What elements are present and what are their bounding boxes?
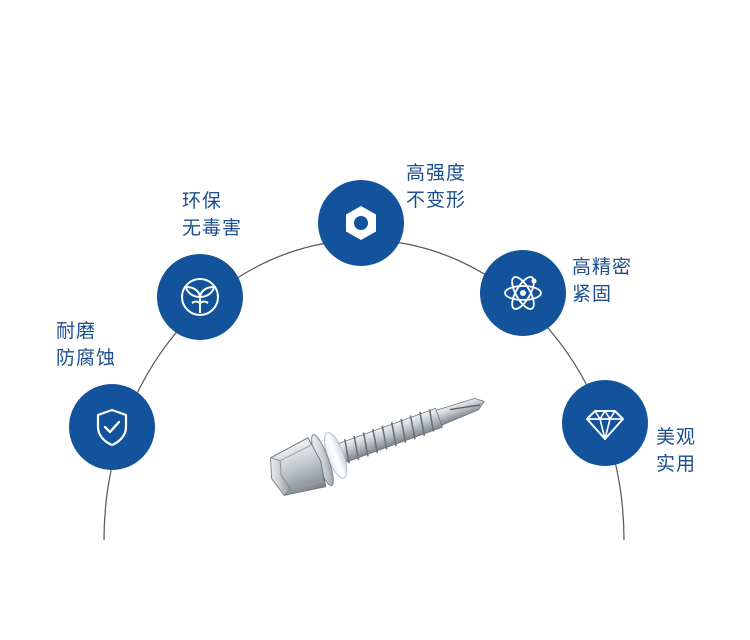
- feature-strength-circle: [318, 180, 404, 266]
- screw-product-image: [270, 397, 485, 496]
- feature-precision-label: 高精密 紧固: [572, 254, 632, 308]
- hex-nut-icon: [346, 206, 376, 240]
- feature-precision-circle: [480, 250, 566, 336]
- feature-eco-circle: [157, 254, 243, 340]
- feature-strength-line2: 不变形: [406, 189, 467, 211]
- feature-corrosion-circle: [69, 384, 155, 470]
- feature-corrosion-line1: 耐磨: [56, 320, 97, 342]
- feature-beauty-circle: [562, 380, 648, 466]
- feature-beauty-label: 美观 实用: [656, 424, 696, 478]
- shield-check-icon: [96, 408, 128, 447]
- feature-strength-label: 高强度 不变形: [406, 160, 466, 214]
- feature-eco-label: 环保 无毒害: [182, 188, 242, 242]
- diamond-icon: [586, 410, 624, 440]
- feature-strength-line1: 高强度: [406, 162, 467, 184]
- feature-corrosion-line2: 防腐蚀: [56, 347, 117, 369]
- atom-icon: [504, 276, 542, 310]
- feature-precision-line1: 高精密: [572, 256, 633, 278]
- leaf-sprout-icon: [181, 278, 219, 316]
- feature-eco-line2: 无毒害: [182, 217, 243, 239]
- feature-corrosion-label: 耐磨 防腐蚀: [56, 318, 116, 372]
- feature-beauty-line1: 美观: [656, 426, 697, 448]
- feature-beauty-line2: 实用: [656, 453, 697, 475]
- feature-eco-line1: 环保: [182, 190, 223, 212]
- feature-precision-line2: 紧固: [572, 283, 613, 305]
